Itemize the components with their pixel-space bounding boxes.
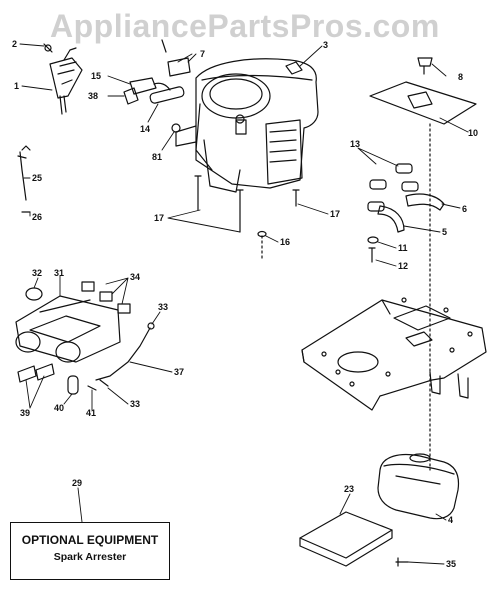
bolt-17-b (236, 189, 244, 233)
rod-37 (95, 327, 151, 381)
callout-37: 37 (174, 367, 184, 377)
callout-12: 12 (398, 261, 408, 271)
engine-drawing (175, 58, 319, 193)
callout-15: 15 (91, 71, 101, 81)
callout-14: 14 (140, 124, 150, 134)
clip-33-a (147, 322, 155, 330)
washer-11 (367, 236, 379, 244)
fitting-15 (129, 77, 157, 95)
callout-16: 16 (280, 237, 290, 247)
optional-equipment-box: OPTIONAL EQUIPMENT Spark Arrester (10, 522, 170, 580)
clamp-13-c (401, 181, 419, 192)
callout-4: 4 (448, 515, 453, 525)
callout-10: 10 (468, 128, 478, 138)
pad-34-b (99, 291, 113, 302)
callout-17-b: 17 (330, 209, 340, 219)
hose-6 (405, 193, 445, 211)
callout-7: 7 (200, 49, 205, 59)
throttle-control-drawing (49, 47, 83, 115)
callout-34: 34 (130, 272, 140, 282)
spark-arrester-label: Spark Arrester (53, 551, 127, 563)
callout-5: 5 (442, 227, 447, 237)
callout-33-a: 33 (158, 302, 168, 312)
heat-shield-23 (299, 511, 393, 559)
callout-35: 35 (446, 559, 456, 569)
callout-32: 32 (32, 268, 42, 278)
callout-3: 3 (323, 40, 328, 50)
callout-1: 1 (14, 81, 19, 91)
knob-8 (417, 57, 433, 67)
callout-39: 39 (20, 408, 30, 418)
screw-2 (43, 43, 53, 53)
bolt-17-a (194, 175, 202, 211)
muffler-drawing (377, 453, 460, 520)
clip-33-b (99, 379, 109, 387)
fuel-filter-14 (149, 86, 185, 104)
belt-guard-drawing (15, 295, 121, 363)
clamp-81 (171, 123, 181, 133)
clamp-13-b (369, 179, 387, 190)
optional-equipment-title: OPTIONAL EQUIPMENT (21, 533, 159, 547)
block-39-a (17, 365, 37, 383)
callout-26: 26 (32, 212, 42, 222)
cable-25 (17, 151, 27, 201)
pad-34-c (117, 303, 131, 314)
callout-17-a: 17 (154, 213, 164, 223)
callout-8: 8 (458, 72, 463, 82)
callout-40: 40 (54, 403, 64, 413)
callout-31: 31 (54, 268, 64, 278)
callout-13: 13 (350, 139, 360, 149)
knob-32 (25, 287, 43, 301)
callout-23: 23 (344, 484, 354, 494)
bracket-7 (167, 57, 191, 77)
callout-2: 2 (12, 39, 17, 49)
hose-5 (377, 205, 405, 233)
callout-29: 29 (72, 478, 82, 488)
frame-drawing (301, 297, 487, 411)
callout-38: 38 (88, 91, 98, 101)
callout-81: 81 (152, 152, 162, 162)
callout-33-b: 33 (130, 399, 140, 409)
callout-6: 6 (462, 204, 467, 214)
screw-35 (395, 557, 409, 567)
block-39-b (35, 363, 55, 381)
cover-plate-10 (369, 81, 477, 125)
fitting-38 (123, 87, 139, 105)
watermark: AppliancePartsPros.com (50, 8, 440, 44)
pad-34-a (81, 281, 95, 292)
spacer-40 (67, 375, 79, 395)
callout-41: 41 (86, 408, 96, 418)
bolt-12 (368, 247, 376, 263)
bolt-17-c (292, 189, 300, 207)
pin-41 (87, 385, 97, 391)
clamp-13-a (395, 163, 413, 174)
callout-11: 11 (398, 243, 408, 253)
callout-25: 25 (32, 173, 42, 183)
